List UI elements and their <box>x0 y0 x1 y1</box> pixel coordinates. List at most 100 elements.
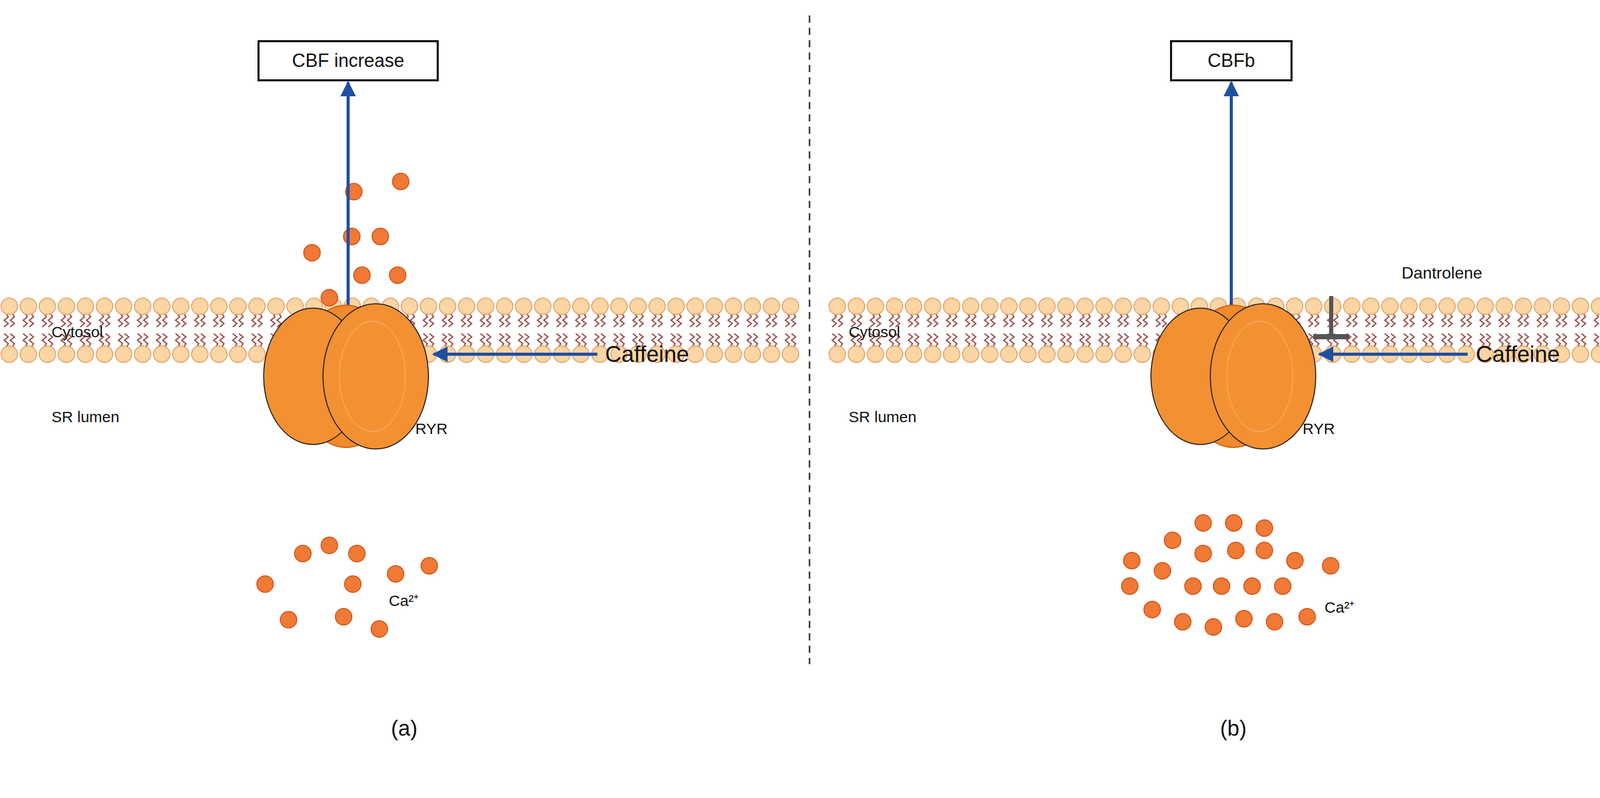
lipid-tail <box>499 313 504 328</box>
lipid-tail <box>639 313 644 328</box>
lipid-tail <box>213 313 218 328</box>
lipid-tail <box>1105 333 1110 348</box>
lipid-tail <box>480 313 485 328</box>
lipid-tail <box>990 333 995 348</box>
lipid-head <box>829 346 846 363</box>
lipid-head <box>96 346 113 363</box>
lipid-head <box>725 346 742 363</box>
calcium-ion <box>392 173 409 190</box>
lipid-tail <box>1086 313 1091 328</box>
calcium-ion <box>1225 514 1243 532</box>
outcome-box: CBF increase <box>257 40 439 82</box>
lipid-tail <box>1518 313 1523 328</box>
lipid-tail <box>1105 313 1110 328</box>
lipid-tail <box>1060 313 1065 328</box>
lipid-tail <box>908 313 913 328</box>
lipid-tail <box>42 333 47 348</box>
lipid-tail <box>232 313 237 328</box>
lipid-tail <box>257 333 263 348</box>
lipid-tail <box>1422 313 1427 328</box>
lipid-head <box>962 298 979 315</box>
lipid-head <box>905 346 922 363</box>
lipid-tail <box>1067 333 1072 348</box>
lipid-tail <box>927 333 932 348</box>
lipid-tail <box>709 333 714 348</box>
calcium-ion <box>371 621 388 638</box>
lipid-tail <box>927 313 932 328</box>
lipid-tail <box>499 333 504 348</box>
lipid-tail <box>461 313 466 328</box>
lipid-head <box>1114 298 1132 315</box>
calcium-ion <box>1121 578 1139 595</box>
lipid-tail <box>143 333 148 348</box>
box-text: CBF increase <box>291 49 405 72</box>
lipid-tail <box>1460 313 1466 328</box>
lipid-tail <box>442 333 447 348</box>
lipid-tail <box>29 313 34 328</box>
drug-label: Caffeine <box>605 341 690 368</box>
lipid-tail <box>42 313 47 328</box>
lipid-tail <box>832 333 837 348</box>
lipid-tail <box>1562 313 1567 328</box>
calcium-ion <box>335 608 352 626</box>
calcium-ion <box>1123 552 1141 570</box>
lipid-tail <box>1009 313 1014 328</box>
lipid-head <box>610 298 628 315</box>
lipid-tail <box>1137 333 1142 348</box>
lipid-tail <box>1156 313 1161 328</box>
lipid-head <box>115 346 132 363</box>
lipid-tail <box>1003 313 1008 328</box>
lipid-tail <box>537 333 542 348</box>
region-label: SR lumen <box>51 408 120 426</box>
lipid-tail <box>505 333 510 348</box>
lipid-tail <box>1333 313 1338 328</box>
calcium-ion <box>421 557 438 575</box>
lipid-head <box>981 298 999 315</box>
lipid-head <box>1381 298 1399 315</box>
divider-line <box>809 15 811 665</box>
lipid-head <box>763 298 780 315</box>
lipid-head <box>1000 346 1018 363</box>
lipid-tail <box>156 333 161 348</box>
lipid-tail <box>1124 333 1129 348</box>
calcium-ion <box>256 576 274 593</box>
lipid-head <box>77 298 94 315</box>
lipid-tail <box>1575 333 1580 348</box>
lipid-tail <box>914 313 919 328</box>
lipid-head <box>210 298 228 315</box>
lipid-head <box>439 298 456 315</box>
lipid-tail <box>137 313 142 328</box>
calcium-ion <box>1256 542 1273 559</box>
lipid-tail <box>524 313 529 328</box>
lipid-tail <box>838 333 843 348</box>
lipid-tail <box>1022 333 1027 348</box>
lipid-tail <box>251 333 256 348</box>
lipid-tail <box>1429 333 1434 348</box>
lipid-head <box>191 346 209 363</box>
calcium-ion <box>1266 613 1283 631</box>
lipid-tail <box>952 313 957 328</box>
lipid-tail <box>442 313 447 328</box>
channel-shape <box>1150 303 1316 450</box>
lipid-head <box>1553 298 1570 315</box>
lipid-tail <box>219 333 225 348</box>
lipid-head <box>1000 298 1018 315</box>
lipid-tail <box>914 333 919 348</box>
lipid-head <box>943 298 960 315</box>
lipid-head <box>629 298 647 315</box>
lipid-tail <box>658 313 663 328</box>
lipid-tail <box>575 333 580 348</box>
lipid-tail <box>747 313 752 328</box>
lipid-head <box>20 346 37 363</box>
lipid-tail <box>423 313 428 328</box>
lipid-tail <box>200 333 205 348</box>
lipid-tail <box>1308 313 1313 328</box>
lipid-tail <box>690 313 695 328</box>
lipid-head <box>686 298 704 315</box>
drug-label: Dantrolene <box>1401 263 1483 283</box>
lipid-head <box>134 298 151 315</box>
ryanodine-receptor: RYR <box>263 303 429 450</box>
lipid-head <box>1457 298 1475 315</box>
lipid-head <box>553 298 571 315</box>
lipid-head <box>96 298 113 315</box>
